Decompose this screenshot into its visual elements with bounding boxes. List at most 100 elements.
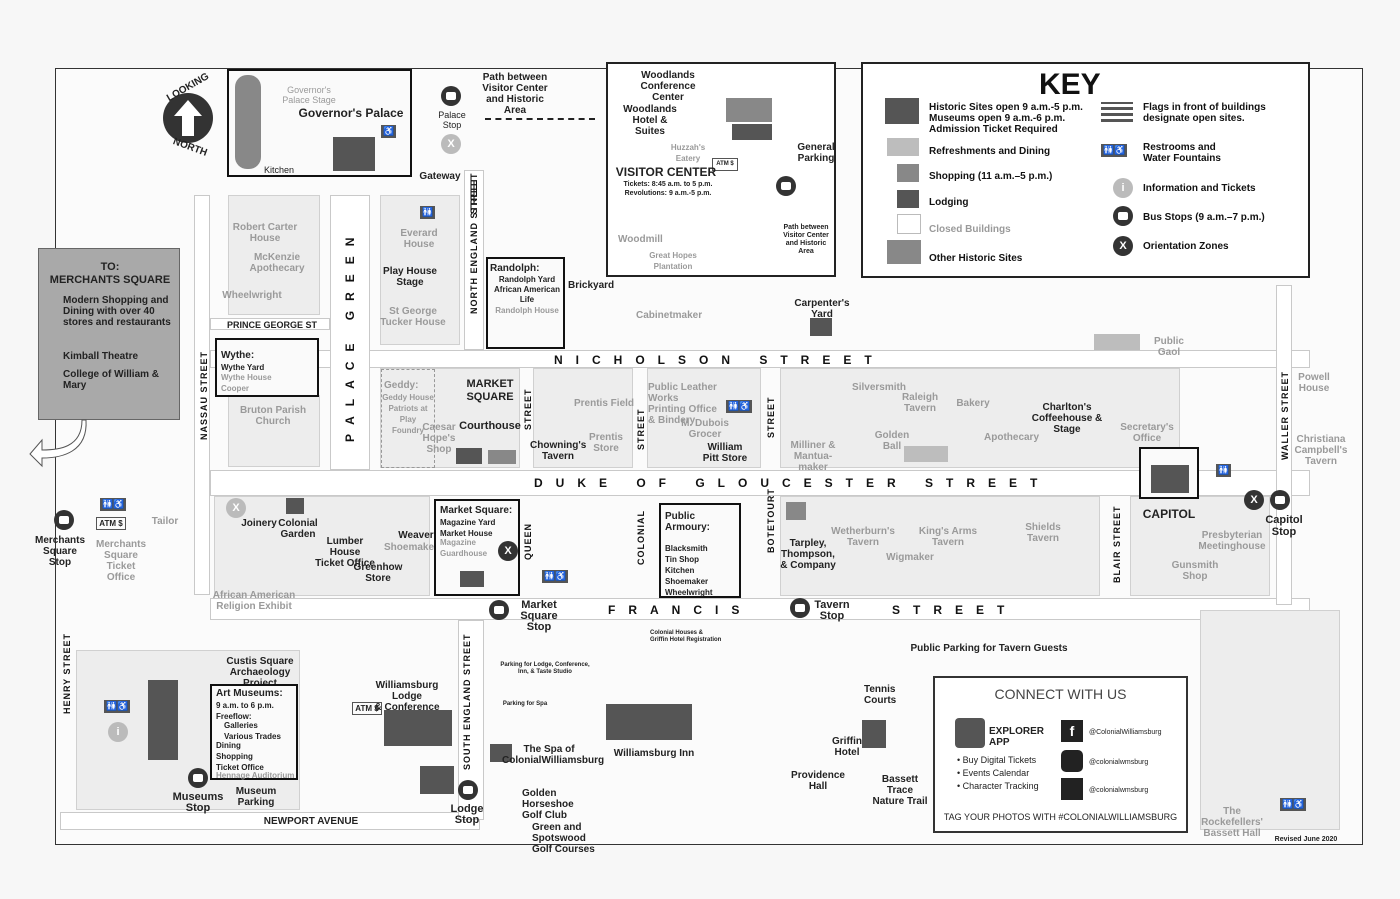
- key-closed-text: Closed Buildings: [929, 224, 1011, 235]
- nassau-label: NASSAU STREET: [199, 350, 209, 440]
- compass: LOOKING NORTH: [150, 71, 226, 159]
- magazine-label: Magazine Guardhouse: [440, 538, 488, 558]
- secretary-label: Secretary's Office: [1120, 422, 1174, 444]
- parking-lodge-label: Parking for Lodge, Conference, Inn, & Ta…: [500, 662, 590, 675]
- connect-app-label: EXPLORER APP: [989, 726, 1045, 748]
- merchants-arrow-icon: [29, 419, 87, 468]
- nicholson-street-road: [210, 350, 1310, 368]
- lodge-bus-stop-icon[interactable]: [458, 780, 478, 800]
- palace-green-road: [330, 195, 370, 470]
- queen-label: QUEEN: [523, 522, 533, 560]
- vc-woodmill-label: Woodmill: [618, 234, 663, 245]
- bassett-trace-label: Bassett Trace Nature Trail: [872, 774, 928, 807]
- twitter-icon[interactable]: [1061, 778, 1083, 800]
- brickyard-label: Brickyard: [568, 280, 615, 291]
- explorer-app-icon[interactable]: [955, 718, 985, 748]
- key-restroom-icon: 🚻♿: [1101, 144, 1128, 157]
- newport-label: NEWPORT AVENUE: [263, 816, 359, 827]
- vc-hotel-building: [726, 98, 772, 122]
- museums-bus-stop-icon[interactable]: [188, 768, 208, 788]
- palace-orientation-icon[interactable]: X: [441, 134, 461, 154]
- key-lodging-icon: [897, 190, 919, 208]
- market-box-title: Market Square:: [440, 505, 513, 516]
- market-stop-label: Market Square Stop: [520, 599, 558, 633]
- key-flag-text: Flags in front of buildings designate op…: [1143, 102, 1266, 124]
- bruton-label: Bruton Parish Church: [239, 405, 307, 427]
- block-raleigh: [780, 368, 1180, 468]
- chownings-building: [488, 450, 516, 464]
- wythe-list: Wythe Yard: [221, 363, 265, 372]
- gateway-label: Gateway: [419, 171, 461, 182]
- rockefellers-label: The Rockefellers' Bassett Hall: [1201, 806, 1263, 839]
- vc-great-hopes-label: Great Hopes Plantation: [649, 251, 697, 271]
- lumber-house-label: Lumber House Ticket Office: [315, 536, 375, 569]
- palace-bus-stop-icon[interactable]: [441, 86, 461, 106]
- merchants-square-callout[interactable]: TO: MERCHANTS SQUARE Modern Shopping and…: [38, 248, 180, 420]
- art-restroom-icon: 🚻♿: [104, 700, 131, 713]
- market-square-label: MARKET SQUARE: [466, 378, 514, 403]
- art-info-icon[interactable]: i: [108, 722, 128, 742]
- leather-restroom-icon: 🚻♿: [726, 400, 753, 413]
- magazine-building: [460, 571, 484, 587]
- tennis-label: Tennis Courts: [864, 684, 897, 706]
- capitol-bus-stop-icon[interactable]: [1270, 490, 1290, 510]
- randolph-list: Randolph Yard African American Life: [494, 275, 560, 304]
- armoury-list: Blacksmith Tin Shop Kitchen Shoemaker Wh…: [665, 544, 713, 597]
- caesar-hope-label: Caesar Hope's Shop: [422, 422, 456, 455]
- block-tarpley: [780, 496, 1100, 596]
- facebook-icon[interactable]: f: [1061, 720, 1083, 742]
- custis-label: Custis Square Archaeology Project: [226, 656, 294, 689]
- colonial-garden-building: [286, 498, 304, 514]
- path-top-label: Path between Visitor Center and Historic…: [482, 72, 548, 116]
- vc-atm-label: ATM $: [712, 158, 738, 171]
- waller-label: WALLER STREET: [1280, 371, 1290, 460]
- capitol-stop-label: Capitol Stop: [1265, 514, 1303, 538]
- courthouse-building: [456, 448, 482, 464]
- key-title: KEY: [1039, 68, 1101, 101]
- merchants-atm-label: ATM $: [96, 517, 126, 530]
- tavern-bus-stop-icon[interactable]: [790, 598, 810, 618]
- vc-title: VISITOR CENTER: [615, 165, 717, 179]
- key-orientation-icon: X: [1113, 236, 1133, 256]
- raleigh-building: [904, 446, 948, 462]
- key-other-text: Other Historic Sites: [929, 253, 1023, 264]
- inn-label: Williamsburg Inn: [613, 748, 695, 759]
- market-orientation-icon[interactable]: X: [498, 541, 518, 561]
- merchants-bullet-1: Modern Shopping and Dining with over 40 …: [63, 295, 171, 328]
- dubois-label: M. Dubois Grocer: [681, 418, 729, 440]
- joinery-orientation-icon[interactable]: X: [226, 498, 246, 518]
- robert-carter-label: Robert Carter House: [232, 222, 298, 244]
- twitter-handle[interactable]: @colonialwmsburg: [1089, 787, 1149, 794]
- colonial-label: COLONIAL: [636, 510, 646, 565]
- south-england-label: SOUTH ENGLAND STREET: [462, 633, 472, 770]
- william-pitt-label: William Pitt Store: [702, 442, 748, 464]
- key-other-icon: [887, 240, 921, 264]
- key-dining-text: Refreshments and Dining: [929, 146, 1051, 157]
- geddy-list: Geddy House Patriots at Play Foundry: [382, 393, 434, 435]
- african-exhibit-label: African American Religion Exhibit: [212, 590, 296, 612]
- key-flag-icon: [1101, 102, 1133, 122]
- art-list-4: Hennage Auditorium: [216, 771, 295, 780]
- connect-feature-3: • Character Tracking: [957, 781, 1039, 791]
- market-bus-stop-icon[interactable]: [489, 600, 509, 620]
- instagram-handle[interactable]: @colonialwmsburg: [1089, 759, 1149, 766]
- north-england-road: [464, 170, 484, 350]
- connect-feature-1: • Buy Digital Tickets: [957, 755, 1037, 765]
- waller-road: [1276, 285, 1292, 605]
- inn-building: [606, 704, 692, 740]
- key-orientation-text: Orientation Zones: [1143, 241, 1229, 252]
- geddy-box: [381, 369, 435, 468]
- lodge-stop-label: Lodge Stop: [450, 803, 484, 826]
- facebook-handle[interactable]: @ColonialWilliamsburg: [1089, 729, 1162, 736]
- raleigh-label: Raleigh Tavern: [901, 392, 939, 414]
- capitol-orientation-icon[interactable]: X: [1244, 490, 1264, 510]
- randolph-title: Randolph:: [490, 263, 540, 274]
- merchants-bullet-2: Kimball Theatre: [63, 351, 139, 362]
- block-presbyterian: [1130, 496, 1270, 596]
- vc-bus-stop-icon[interactable]: [776, 176, 796, 196]
- wetherburns-label: Wetherburn's Tavern: [831, 526, 895, 548]
- instagram-icon[interactable]: [1061, 750, 1083, 772]
- merchants-bus-stop-icon[interactable]: [54, 510, 74, 530]
- francis-street-label: FRANCIS: [608, 603, 753, 617]
- governors-palace-building: [333, 137, 375, 171]
